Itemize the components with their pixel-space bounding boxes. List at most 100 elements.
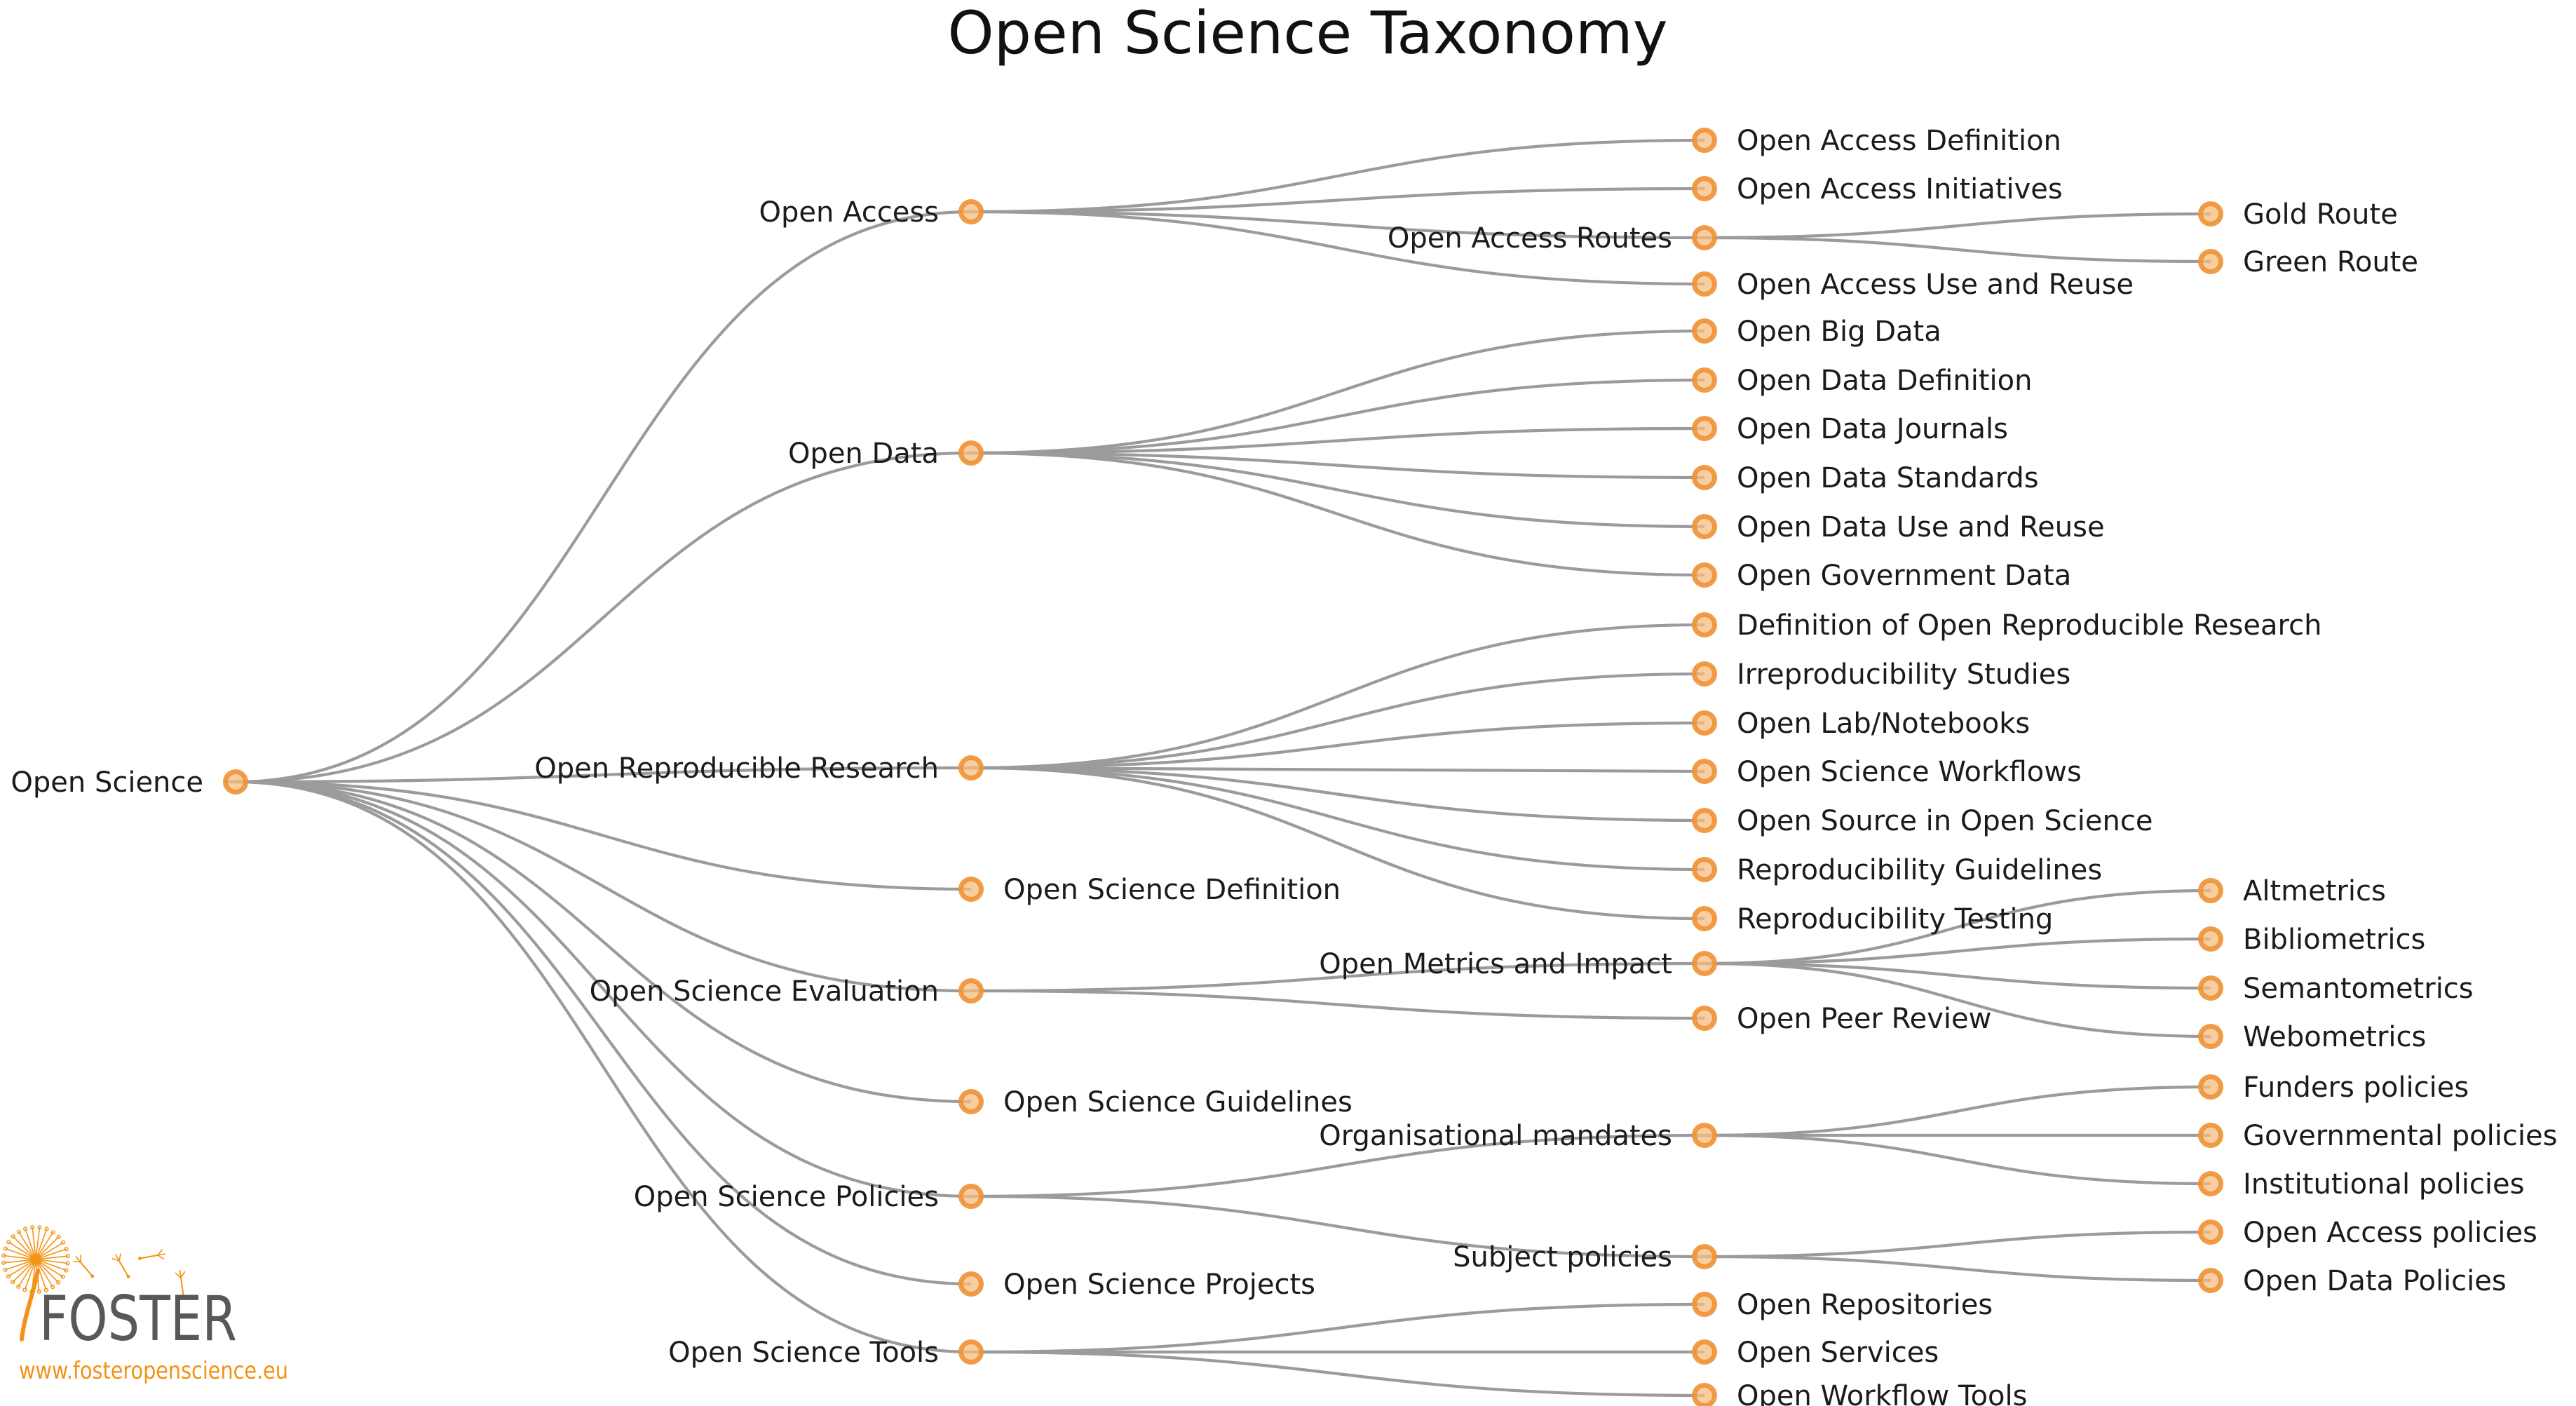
tree-link-open-data: [235, 451, 972, 784]
label-open-data-policies: Open Data Policies: [2243, 1265, 2507, 1297]
node-bibliometrics[interactable]: [2198, 926, 2223, 952]
dandelion-stem: [20, 1269, 40, 1341]
node-open-data[interactable]: [958, 440, 984, 466]
node-irreproducibility-studies[interactable]: [1692, 661, 1717, 687]
node-organisational-mandates[interactable]: [1692, 1123, 1717, 1148]
label-reproducibility-guidelines: Reproducibility Guidelines: [1737, 854, 2102, 886]
label-open-science-tools: Open Science Tools: [668, 1337, 939, 1369]
node-open-source-in-open-science[interactable]: [1692, 808, 1717, 833]
tree-link-gold-route: [1704, 212, 2211, 240]
dandelion-spoke: [38, 1248, 67, 1259]
dandelion-tuft: [65, 1261, 70, 1266]
node-open-access-definition[interactable]: [1692, 128, 1717, 153]
dandelion-tuft: [50, 1230, 55, 1235]
foster-dandelion-icon: [1, 1225, 186, 1298]
dandelion-tuft: [64, 1268, 69, 1273]
node-open-science-guidelines[interactable]: [958, 1089, 984, 1114]
node-open-big-data[interactable]: [1692, 318, 1717, 344]
tree-link-open-access-use-and-reuse: [970, 210, 1705, 286]
dandelion-tuft: [56, 1234, 61, 1239]
node-open-science-projects[interactable]: [958, 1271, 984, 1297]
label-open-access-use-and-reuse: Open Access Use and Reuse: [1737, 269, 2134, 301]
node-funders-policies[interactable]: [2198, 1074, 2223, 1100]
tree-link-open-access-initiatives: [970, 187, 1705, 214]
tree-link-open-access: [235, 210, 972, 784]
node-open-data-standards[interactable]: [1692, 465, 1717, 490]
foster-url[interactable]: www.fosteropenscience.eu: [19, 1357, 288, 1385]
dandelion-seed: [137, 1249, 165, 1260]
page-title: Open Science Taxonomy: [948, 0, 1668, 67]
node-open-government-data[interactable]: [1692, 562, 1717, 588]
node-open-science-tools[interactable]: [958, 1339, 984, 1365]
label-funders-policies: Funders policies: [2243, 1072, 2469, 1104]
node-open-lab-notebooks[interactable]: [1692, 710, 1717, 736]
tree-link-open-access-policies: [1704, 1230, 2211, 1259]
node-semantometrics[interactable]: [2198, 975, 2223, 1001]
node-open-data-definition[interactable]: [1692, 367, 1717, 393]
node-reproducibility-guidelines[interactable]: [1692, 857, 1717, 882]
node-open-reproducible-research[interactable]: [958, 755, 984, 780]
label-open-access-policies: Open Access policies: [2243, 1217, 2537, 1249]
label-open-lab-notebooks: Open Lab/Notebooks: [1737, 708, 2030, 740]
dandelion-spoke: [5, 1259, 34, 1271]
node-institutional-policies[interactable]: [2198, 1171, 2223, 1196]
node-open-science[interactable]: [223, 769, 248, 795]
tree-link-reproducibility-guidelines: [970, 766, 1705, 872]
node-open-data-use-and-reuse[interactable]: [1692, 514, 1717, 539]
node-open-access[interactable]: [958, 199, 984, 224]
label-open-data-use-and-reuse: Open Data Use and Reuse: [1737, 511, 2105, 543]
label-open-government-data: Open Government Data: [1737, 560, 2071, 592]
node-open-science-workflows[interactable]: [1692, 759, 1717, 784]
label-subject-policies: Subject policies: [1453, 1241, 1672, 1273]
node-open-metrics-and-impact[interactable]: [1692, 951, 1717, 976]
dandelion-spoke: [37, 1242, 64, 1259]
dandelion-tuft: [6, 1240, 11, 1245]
node-subject-policies[interactable]: [1692, 1244, 1717, 1269]
node-open-workflow-tools[interactable]: [1692, 1383, 1717, 1406]
dandelion-tuft: [11, 1280, 15, 1285]
node-gold-route[interactable]: [2198, 201, 2223, 227]
node-open-repositories[interactable]: [1692, 1292, 1717, 1317]
node-reproducibility-testing[interactable]: [1692, 906, 1717, 931]
dandelion-seed: [175, 1269, 186, 1298]
tree-link-open-metrics-and-impact: [970, 961, 1705, 993]
node-open-science-evaluation[interactable]: [958, 978, 984, 1003]
label-open-data-journals: Open Data Journals: [1737, 413, 2008, 445]
node-open-science-policies[interactable]: [958, 1184, 984, 1209]
node-open-data-journals[interactable]: [1692, 416, 1717, 441]
tree-link-subject-policies: [970, 1194, 1705, 1259]
node-open-science-definition[interactable]: [958, 877, 984, 902]
tree-link-open-science-tools: [235, 780, 972, 1354]
tree-link-open-data-policies: [1704, 1255, 2211, 1283]
node-open-access-policies[interactable]: [2198, 1219, 2223, 1245]
label-open-repositories: Open Repositories: [1737, 1289, 1993, 1321]
tree-link-bibliometrics: [1704, 937, 2211, 966]
tree-link-open-access-routes: [970, 210, 1705, 240]
node-definition-of-open-reproducible-research[interactable]: [1692, 612, 1717, 637]
label-open-services: Open Services: [1737, 1337, 1939, 1369]
node-altmetrics[interactable]: [2198, 878, 2223, 903]
node-open-access-initiatives[interactable]: [1692, 176, 1717, 201]
dandelion-tuft: [6, 1274, 11, 1279]
node-open-services[interactable]: [1692, 1339, 1717, 1365]
dandelion-spoke: [37, 1261, 59, 1283]
node-green-route[interactable]: [2198, 249, 2223, 274]
tree-link-open-access-definition: [970, 138, 1705, 214]
label-open-reproducible-research: Open Reproducible Research: [534, 752, 939, 785]
dandelion-tuft: [1, 1260, 6, 1265]
node-open-access-routes[interactable]: [1692, 225, 1717, 250]
label-green-route: Green Route: [2243, 246, 2418, 278]
node-open-access-use-and-reuse[interactable]: [1692, 271, 1717, 297]
node-webometrics[interactable]: [2198, 1024, 2223, 1049]
dandelion-spoke: [38, 1255, 68, 1260]
node-open-data-policies[interactable]: [2198, 1268, 2223, 1293]
tree-link-funders-policies: [1704, 1085, 2211, 1137]
dandelion-tuft: [3, 1267, 8, 1272]
node-open-peer-review[interactable]: [1692, 1006, 1717, 1031]
label-open-science-projects: Open Science Projects: [1003, 1269, 1315, 1301]
node-governmental-policies[interactable]: [2198, 1123, 2223, 1148]
foster-logo-text: FOSTER: [39, 1283, 237, 1355]
tree-links: [224, 138, 2211, 1398]
tree-link-open-data-journals: [970, 426, 1705, 455]
